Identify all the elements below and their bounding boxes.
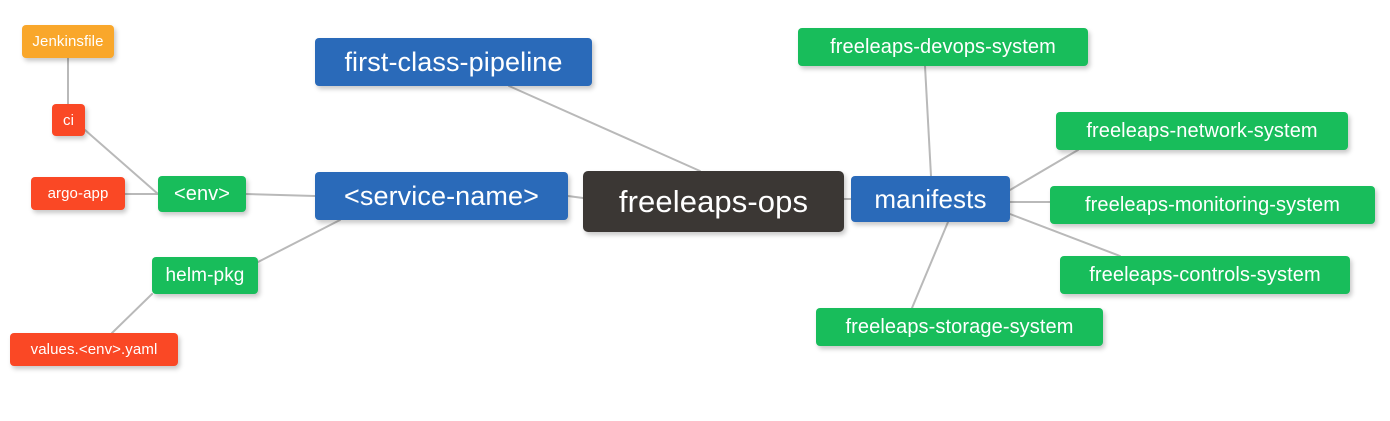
node-freeleaps-controls-system[interactable]: freeleaps-controls-system — [1060, 256, 1350, 294]
node-service-name[interactable]: <service-name> — [315, 172, 568, 220]
edge-env-to-service-name — [245, 193, 316, 197]
edge-helm-pkg-to-service-name — [257, 219, 341, 263]
node-freeleaps-monitoring-system[interactable]: freeleaps-monitoring-system — [1050, 186, 1375, 224]
node-freeleaps-network-system[interactable]: freeleaps-network-system — [1056, 112, 1348, 150]
node-manifests[interactable]: manifests — [851, 176, 1010, 222]
node-freeleaps-storage-system[interactable]: freeleaps-storage-system — [816, 308, 1103, 346]
node-freeleaps-ops[interactable]: freeleaps-ops — [583, 171, 844, 232]
node-ci[interactable]: ci — [52, 104, 85, 136]
edge-first-class-pipeline-to-freeleaps-ops — [508, 85, 701, 172]
node-jenkinsfile[interactable]: Jenkinsfile — [22, 25, 114, 58]
node-values-yaml[interactable]: values.<env>.yaml — [10, 333, 178, 366]
edge-service-name-to-freeleaps-ops — [567, 195, 584, 199]
node-freeleaps-devops-system[interactable]: freeleaps-devops-system — [798, 28, 1088, 66]
node-argo-app[interactable]: argo-app — [31, 177, 125, 210]
edge-manifests-to-freeleaps-storage-system — [911, 221, 949, 309]
node-env[interactable]: <env> — [158, 176, 246, 212]
node-helm-pkg[interactable]: helm-pkg — [152, 257, 258, 294]
edge-values-yaml-to-helm-pkg — [111, 293, 153, 334]
edge-manifests-to-freeleaps-network-system — [1009, 149, 1079, 191]
node-first-class-pipeline[interactable]: first-class-pipeline — [315, 38, 592, 86]
edge-manifests-to-freeleaps-devops-system — [924, 65, 932, 177]
